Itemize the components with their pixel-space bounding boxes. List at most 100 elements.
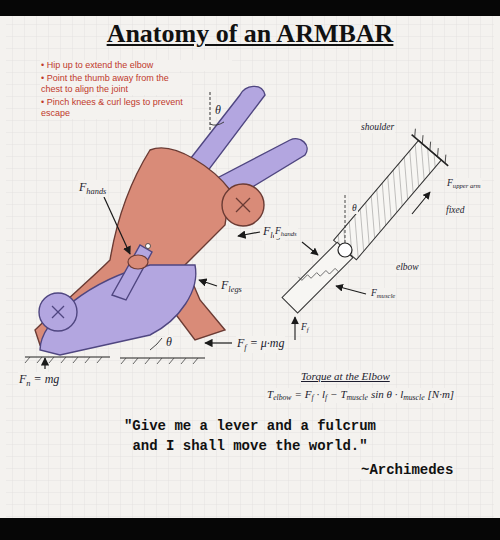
upper-arm	[334, 141, 442, 260]
label-group: Fn = mg	[18, 372, 60, 389]
graph-grid	[6, 16, 494, 518]
label-text: shoulder	[361, 122, 394, 132]
label-group: θ	[214, 103, 222, 117]
label-text: F	[263, 224, 270, 238]
label-group: Ff = μ·mg	[236, 336, 285, 353]
label-group: Fupper arm	[446, 178, 482, 190]
subscript: muscle	[377, 292, 395, 299]
label-text: • Point the thumb away from the chest to…	[41, 73, 169, 94]
label-text: F	[371, 288, 377, 298]
head-mark	[236, 198, 250, 212]
forearm-group	[280, 240, 353, 313]
defender-torso	[40, 265, 196, 355]
ground-hatch	[121, 358, 198, 364]
label-text: − T	[330, 388, 346, 400]
subscript: hands	[86, 187, 106, 196]
angle-arc	[210, 122, 224, 125]
ground-hatch	[25, 357, 102, 363]
label-text: = F	[295, 388, 312, 400]
wrist-point	[146, 244, 151, 249]
label-group: Fmuscle	[370, 288, 396, 300]
head-mark	[52, 306, 64, 318]
subscript: f	[325, 393, 327, 402]
top-bar	[0, 0, 500, 16]
label-text: · l	[317, 388, 326, 400]
label-text: F	[237, 336, 244, 350]
label-group: Ff	[300, 322, 310, 334]
attacker-head	[222, 184, 264, 226]
label-text: = μ·mg	[250, 336, 285, 350]
attacker-hands	[128, 255, 148, 269]
subscript: f	[244, 343, 246, 352]
label-text: sin θ · l	[371, 388, 403, 400]
wall-hatch	[411, 129, 450, 163]
subscript: muscle	[403, 393, 424, 402]
label-group: Fhands	[274, 226, 298, 238]
label-text: θ	[215, 103, 221, 117]
label-group: • Point the thumb away from the chest to…	[40, 73, 192, 95]
force-arrow	[412, 192, 430, 214]
label-text: = mg	[34, 372, 60, 386]
label-text: F	[79, 180, 86, 194]
force-arrow	[205, 342, 232, 343]
label-text: F	[447, 178, 453, 188]
label-group: θ	[351, 203, 358, 214]
force-arrow	[44, 358, 45, 369]
subscript: f	[307, 326, 309, 333]
force-arrow	[104, 197, 130, 254]
label-group: • Hip up to extend the elbow	[40, 60, 232, 71]
forearm-steps	[298, 254, 338, 294]
label-text: ~Archimedes	[361, 462, 453, 478]
force-arrow	[302, 242, 318, 255]
force-arrow	[336, 286, 366, 294]
force-arrow	[199, 280, 217, 286]
label-text: • Pinch knees & curl legs to prevent esc…	[41, 97, 183, 118]
elbow-joint	[338, 243, 352, 257]
force-arrow	[294, 317, 295, 340]
label-group: Fhands	[78, 180, 107, 197]
reference-line	[345, 195, 346, 243]
label-text: F	[301, 322, 307, 332]
label-text: F	[221, 278, 228, 292]
label-text: F	[19, 372, 26, 386]
subscript: elbow	[273, 393, 291, 402]
label-group: elbow	[395, 262, 420, 273]
label-group: Flegs	[220, 278, 243, 295]
force-arrow	[238, 232, 260, 236]
fixed-wall	[412, 135, 449, 166]
subscript: legs	[228, 285, 242, 294]
label-group: Telbow= Ff· lf− Tmusclesin θ · lmuscle[N…	[266, 388, 455, 403]
label-group: fixed	[445, 205, 465, 216]
label-group: shoulder	[360, 122, 395, 133]
label-text: [N·m]	[428, 388, 455, 400]
label-group: Torque at the Elbow	[300, 370, 391, 383]
label-group: ~Archimedes	[360, 462, 454, 479]
label-text: θ	[352, 203, 357, 213]
label-text: T	[267, 388, 273, 400]
subscript: hands	[281, 230, 297, 237]
ground-line	[25, 356, 110, 357]
label-text: • Hip up to extend the elbow	[41, 60, 153, 70]
forearm	[282, 242, 353, 313]
label-group: θ	[165, 335, 173, 349]
angle-arc	[150, 338, 162, 350]
head-mark	[52, 306, 64, 318]
defender-arm	[112, 245, 152, 300]
label-text: elbow	[396, 262, 419, 272]
ground-line	[120, 357, 205, 358]
bottom-bar	[0, 518, 500, 540]
upper-arm-group	[326, 129, 453, 266]
subscript: upper arm	[453, 182, 481, 189]
defender-head	[39, 293, 77, 331]
label-text: Torque at the Elbow	[301, 370, 390, 382]
label-text: θ	[166, 335, 172, 349]
quote: "Give me a lever and a fulcrum and I sha…	[116, 416, 385, 456]
subscript: muscle	[347, 393, 368, 402]
label-text: F	[275, 226, 281, 236]
label-text: fixed	[446, 205, 464, 215]
subscript: n	[26, 379, 30, 388]
head-mark	[236, 198, 250, 212]
label-group: • Pinch knees & curl legs to prevent esc…	[40, 97, 192, 119]
